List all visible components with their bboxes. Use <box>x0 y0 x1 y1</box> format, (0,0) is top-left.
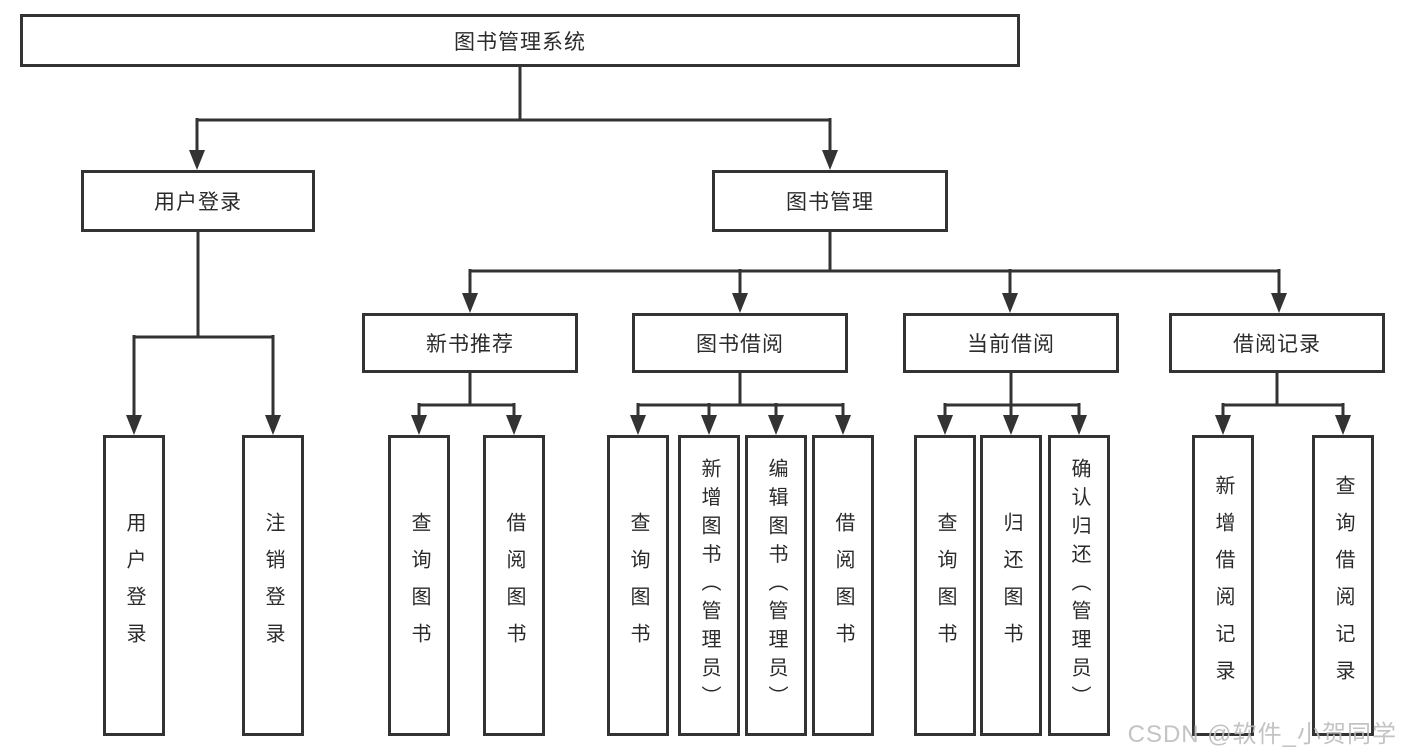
leaf-current-return-books-label: 归还图书 <box>1000 511 1022 660</box>
node-book-borrow: 图书借阅 <box>632 313 848 373</box>
leaf-current-return-books: 归还图书 <box>980 435 1042 736</box>
leaf-borrow-edit-books-admin-label: 编辑图书（管理员） <box>765 457 787 714</box>
leaf-borrow-add-books-admin: 新增图书（管理员） <box>678 435 740 736</box>
leaf-logout-label: 注销登录 <box>262 511 284 660</box>
leaf-current-query-books-label: 查询图书 <box>934 511 956 660</box>
csdn-watermark: CSDN @软件_小贺同学 <box>1127 721 1397 747</box>
node-book-management: 图书管理 <box>712 170 948 232</box>
leaf-borrow-query-books-label: 查询图书 <box>627 511 649 660</box>
leaf-borrow-query-books: 查询图书 <box>607 435 669 736</box>
node-book-borrow-label: 图书借阅 <box>696 333 784 356</box>
node-new-book-recommend-label: 新书推荐 <box>426 333 514 356</box>
leaf-current-confirm-return-admin-label: 确认归还（管理员） <box>1068 457 1090 714</box>
node-book-management-label: 图书管理 <box>786 191 874 214</box>
leaf-user-login: 用户登录 <box>103 435 165 736</box>
leaf-current-confirm-return-admin: 确认归还（管理员） <box>1048 435 1110 736</box>
leaf-borrow-borrow-books-label: 借阅图书 <box>832 511 854 660</box>
node-root: 图书管理系统 <box>20 14 1020 67</box>
leaf-borrow-add-books-admin-label: 新增图书（管理员） <box>698 457 720 714</box>
leaf-newbook-borrow-books-label: 借阅图书 <box>503 511 525 660</box>
node-root-label: 图书管理系统 <box>454 30 586 54</box>
leaf-newbook-query-books-label: 查询图书 <box>408 511 430 660</box>
leaf-newbook-query-books: 查询图书 <box>388 435 450 736</box>
leaf-user-login-label: 用户登录 <box>123 511 145 660</box>
node-borrow-records: 借阅记录 <box>1169 313 1385 373</box>
node-user-login-label: 用户登录 <box>154 191 242 214</box>
node-current-borrow-label: 当前借阅 <box>967 333 1055 356</box>
leaf-borrow-borrow-books: 借阅图书 <box>812 435 874 736</box>
leaf-records-add-record: 新增借阅记录 <box>1192 435 1254 736</box>
leaf-current-query-books: 查询图书 <box>914 435 976 736</box>
node-user-login: 用户登录 <box>81 170 315 232</box>
node-new-book-recommend: 新书推荐 <box>362 313 578 373</box>
leaf-borrow-edit-books-admin: 编辑图书（管理员） <box>745 435 807 736</box>
leaf-records-query-record-label: 查询借阅记录 <box>1332 474 1354 697</box>
leaf-newbook-borrow-books: 借阅图书 <box>483 435 545 736</box>
leaf-logout: 注销登录 <box>242 435 304 736</box>
leaf-records-add-record-label: 新增借阅记录 <box>1212 474 1234 697</box>
leaf-records-query-record: 查询借阅记录 <box>1312 435 1374 736</box>
node-current-borrow: 当前借阅 <box>903 313 1119 373</box>
node-borrow-records-label: 借阅记录 <box>1233 333 1321 356</box>
